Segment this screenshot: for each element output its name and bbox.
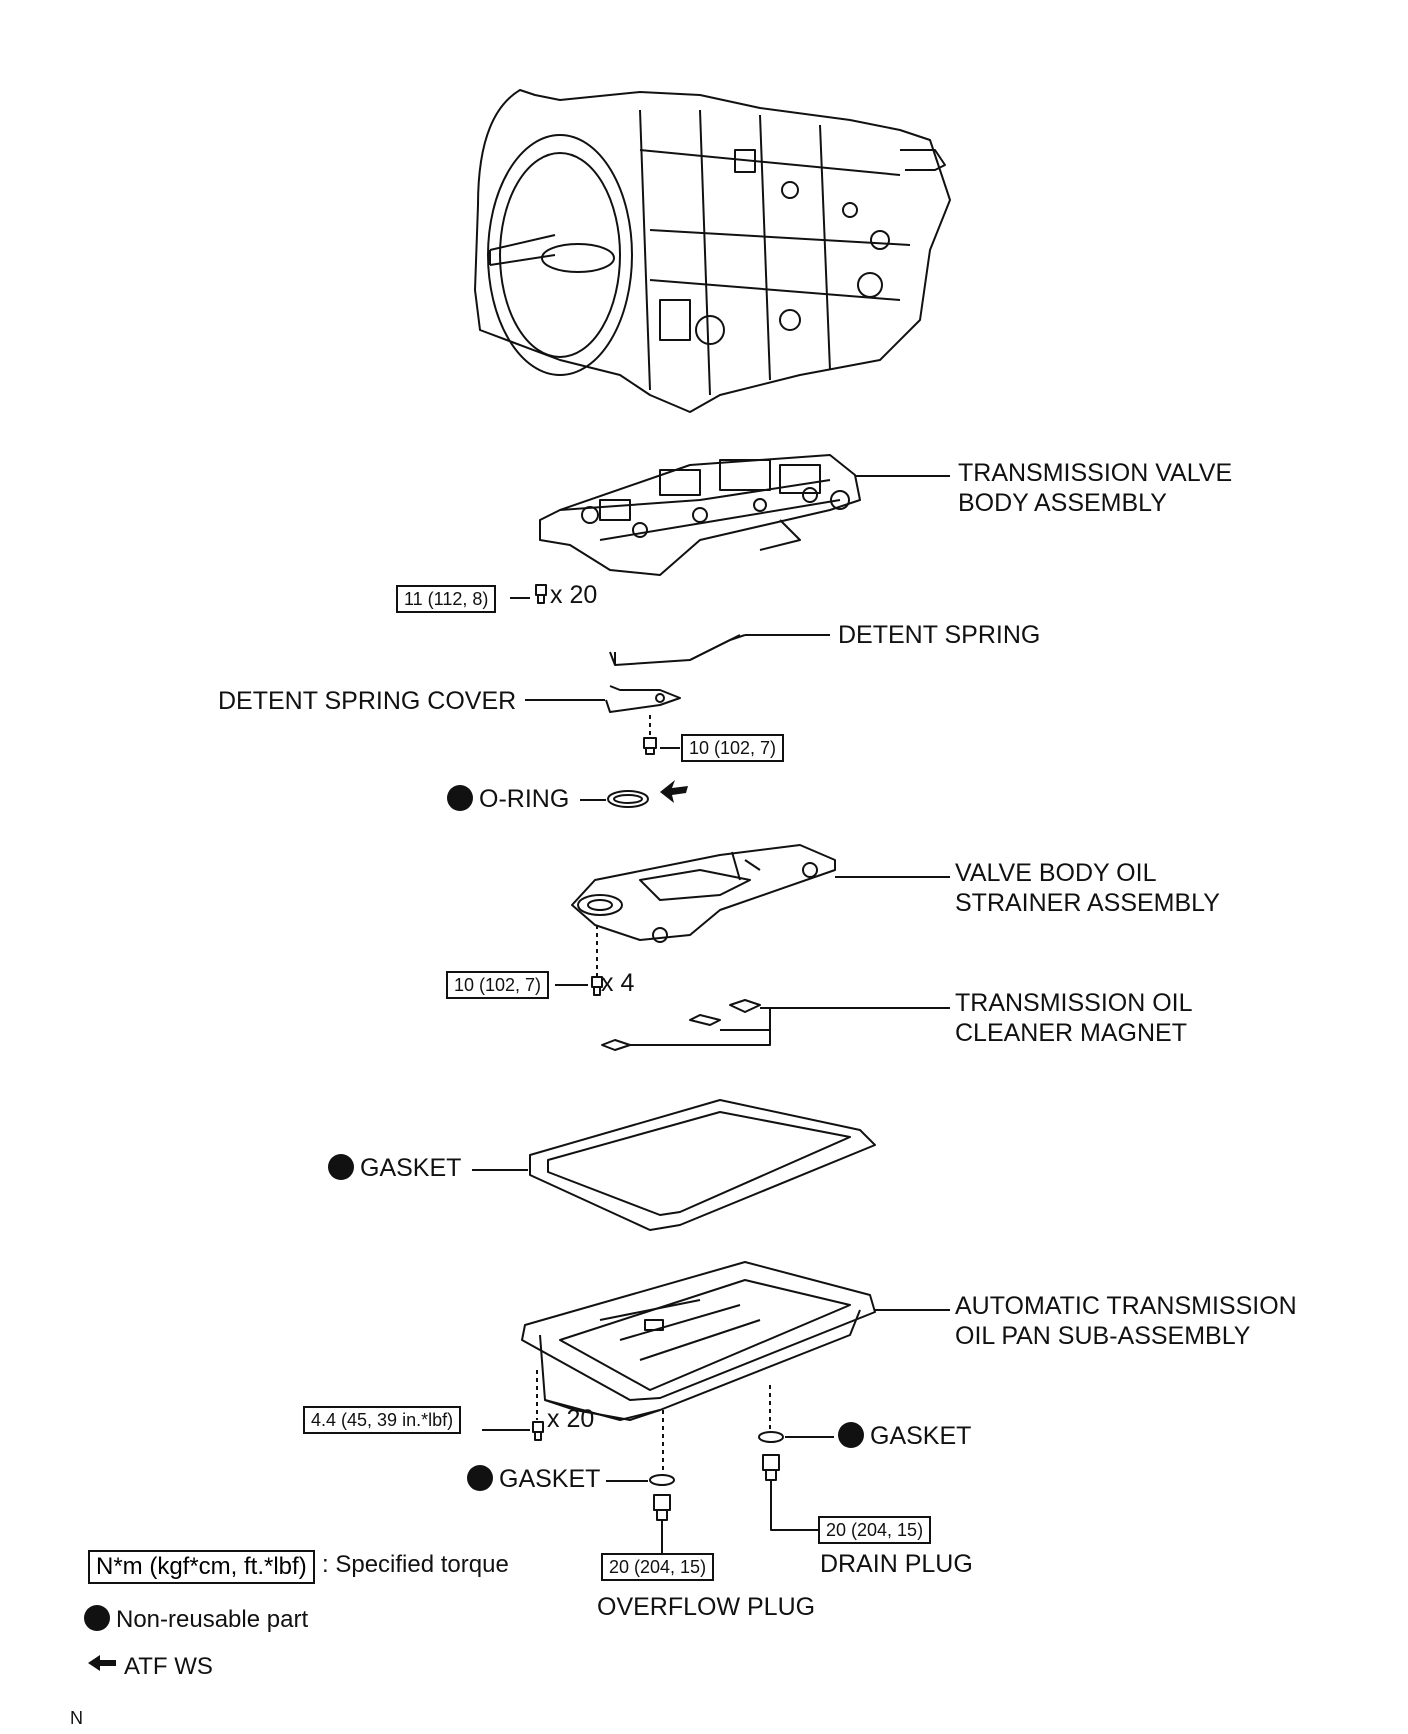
strainer-drawing (571, 844, 836, 943)
pan-gasket-drawing (529, 1099, 876, 1231)
legend-atf: ATF WS (88, 1652, 213, 1682)
legend-torque-box: N*m (kgf*cm, ft.*lbf) (88, 1550, 315, 1584)
non-reusable-dot-icon (838, 1422, 864, 1448)
torque-oil-pan: 4.4 (45, 39 in.*lbf) (303, 1406, 462, 1434)
non-reusable-dot-icon (84, 1605, 110, 1631)
qty-valve-body: x 20 (550, 581, 598, 609)
atf-arrow-marker (660, 780, 688, 803)
detent-spring-drawing (614, 634, 741, 666)
legend-non-reusable: Non-reusable part (84, 1605, 308, 1635)
detent-spring-cover-drawing (605, 685, 681, 713)
non-reusable-dot-icon (328, 1154, 354, 1180)
non-reusable-dot-icon (447, 785, 473, 811)
legend-torque-text: : Specified torque (322, 1551, 509, 1578)
torque-strainer: 10 (102, 7) (446, 971, 550, 999)
footer-code: N (70, 1708, 83, 1728)
transmission-case-drawing (474, 89, 951, 413)
atf-arrow-icon (88, 1655, 116, 1671)
magnet-drawing-3 (601, 1039, 631, 1051)
overflow-plug-label: OVERFLOW PLUG (597, 1593, 816, 1621)
pan-gasket-label: GASKET (328, 1153, 461, 1183)
oil-pan-drawing (521, 1261, 876, 1421)
torque-detent-cover: 10 (102, 7) (681, 734, 785, 762)
qty-strainer: x 4 (601, 969, 635, 997)
magnet-drawing-1 (689, 1014, 721, 1026)
magnet-drawing-2 (729, 999, 761, 1013)
torque-overflow-plug: 20 (204, 15) (601, 1553, 715, 1581)
drain-plug-label: DRAIN PLUG (820, 1550, 973, 1578)
non-reusable-dot-icon (467, 1465, 493, 1491)
o-ring-label: O-RING (447, 784, 569, 814)
torque-drain-plug: 20 (204, 15) (818, 1516, 932, 1544)
qty-oil-pan: x 20 (547, 1405, 595, 1433)
o-ring-drawing (607, 790, 649, 808)
detent-spring-label: DETENT SPRING (838, 621, 1041, 649)
detent-spring-cover-label: DETENT SPRING COVER (218, 687, 517, 715)
torque-valve-body: 11 (112, 8) (396, 585, 497, 613)
overflow-gasket-label: GASKET (467, 1464, 600, 1494)
valve-body-drawing (539, 454, 861, 576)
drain-gasket-label: GASKET (838, 1421, 971, 1451)
